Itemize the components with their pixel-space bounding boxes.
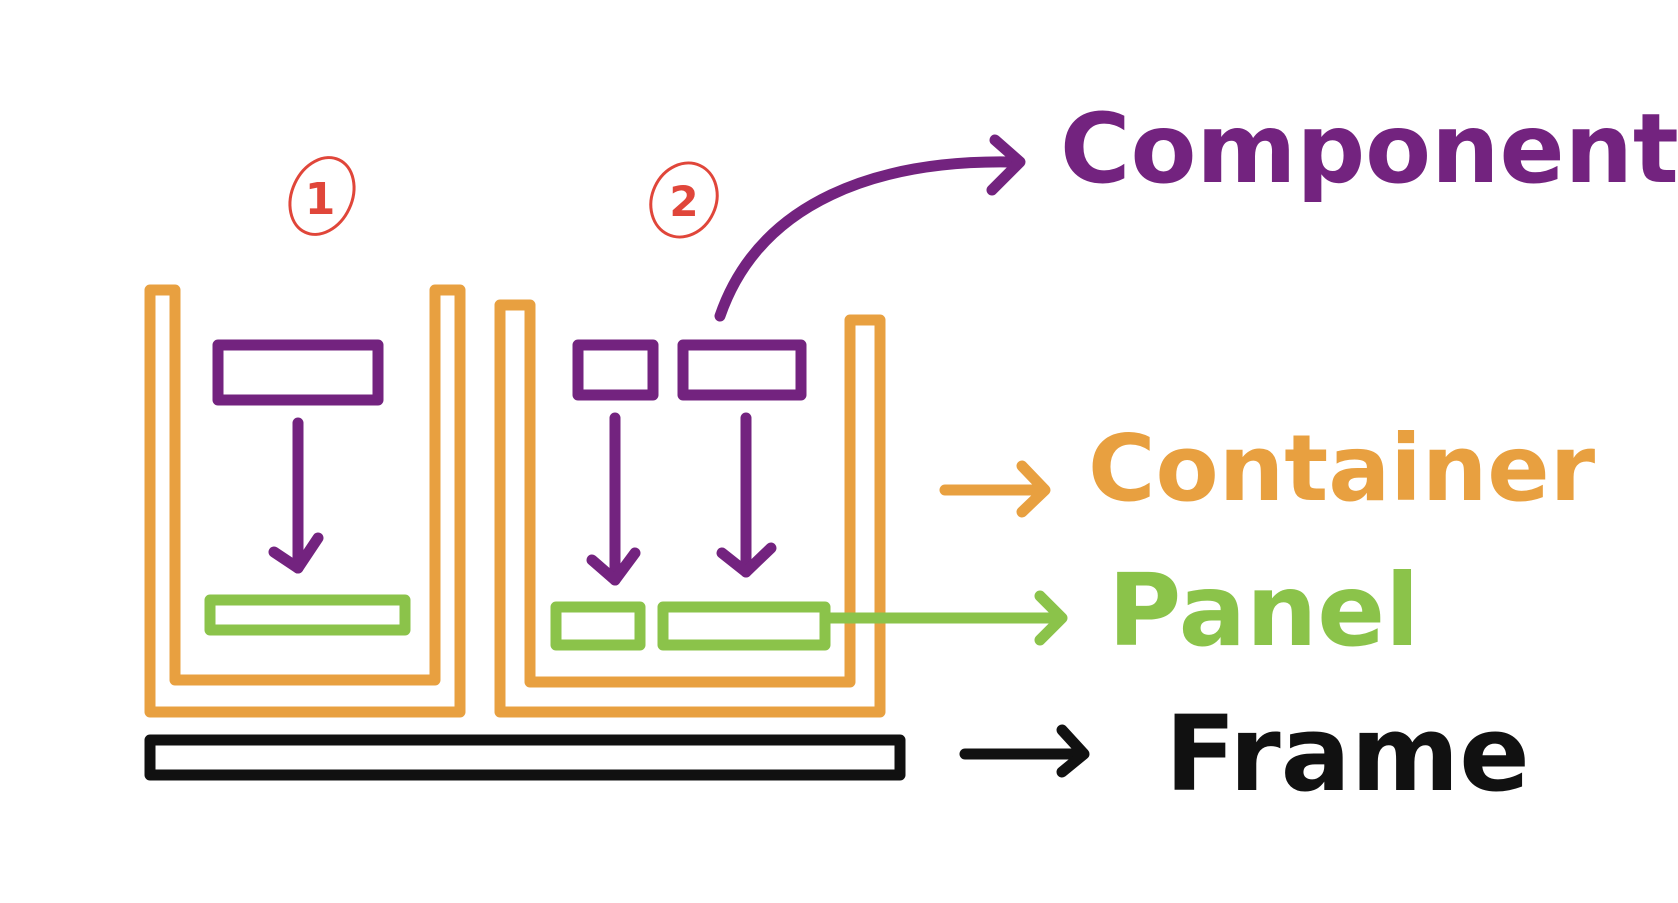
panel-pointer-arrow bbox=[819, 590, 1068, 646]
marker-1-circle bbox=[288, 156, 356, 236]
down-arrow-1 bbox=[268, 417, 324, 574]
legend-container-label: Container bbox=[1088, 415, 1596, 522]
frame-bar bbox=[144, 734, 906, 781]
legend-panel-label: Panel bbox=[1108, 552, 1419, 669]
marker-2-circle bbox=[649, 161, 719, 239]
container-pointer-arrow bbox=[939, 460, 1051, 518]
marker-1: 1 bbox=[288, 156, 356, 236]
panel-2a bbox=[550, 601, 646, 651]
legend-frame-label: Frame bbox=[1165, 693, 1530, 815]
container-2 bbox=[494, 299, 886, 718]
component-1 bbox=[212, 339, 384, 406]
component-pointer-arrow bbox=[714, 134, 1026, 322]
down-arrow-2a bbox=[586, 412, 641, 586]
marker-2-label: 2 bbox=[669, 177, 698, 226]
marker-2: 2 bbox=[649, 161, 719, 239]
legend-component-label: Component bbox=[1060, 93, 1678, 205]
marker-1-label: 1 bbox=[305, 174, 336, 225]
container-1 bbox=[144, 284, 466, 718]
down-arrow-2b bbox=[716, 412, 777, 578]
frame-pointer-arrow bbox=[959, 724, 1090, 778]
component-2a bbox=[572, 339, 659, 401]
panel-2b bbox=[657, 601, 831, 651]
component-2b bbox=[677, 339, 807, 401]
panel-1 bbox=[204, 594, 411, 636]
